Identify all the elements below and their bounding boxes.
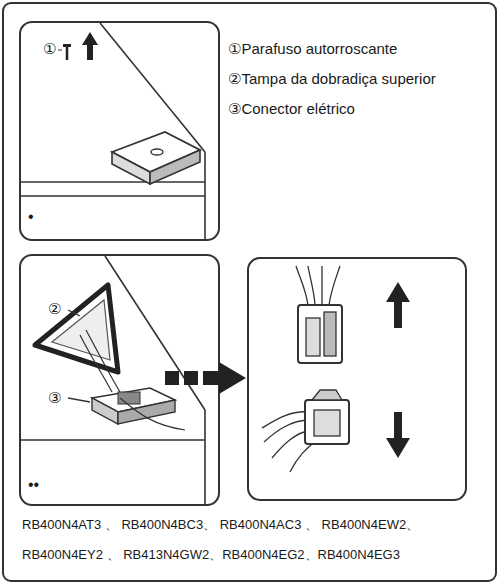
part-name: ①Parafuso autorroscante <box>228 40 397 57</box>
step-marker: • <box>28 208 34 226</box>
connector-upper <box>296 266 342 363</box>
hinge-cover <box>35 285 120 392</box>
up-arrow <box>82 32 98 60</box>
leader-line <box>68 310 80 316</box>
callout-number: ② <box>48 300 61 317</box>
transfer-arrow <box>165 362 246 394</box>
connector-lower <box>262 390 349 472</box>
part-name: ③Conector elétrico <box>228 100 355 117</box>
connector <box>92 388 185 430</box>
up-arrow <box>386 282 410 328</box>
down-arrow <box>386 412 410 458</box>
fridge-top <box>21 23 205 239</box>
panel <box>20 255 219 505</box>
panel <box>248 258 466 500</box>
callout-number: ③ <box>48 389 61 406</box>
step-marker: •• <box>28 476 39 494</box>
leader-line <box>68 398 90 402</box>
model-list: RB400N4AT3 、 RB400N4BC3、 RB400N4AC3 、 RB… <box>22 518 419 533</box>
hinge <box>112 132 200 184</box>
part-name: ②Tampa da dobradiça superior <box>228 70 436 87</box>
outer-frame <box>3 3 496 581</box>
screw <box>58 44 71 60</box>
callout-number: ① <box>43 40 56 57</box>
model-list: RB400N4EY2 、 RB413N4GW2、RB400N4EG2、RB400… <box>22 548 400 563</box>
fridge-top <box>21 256 205 504</box>
panel <box>20 22 219 240</box>
